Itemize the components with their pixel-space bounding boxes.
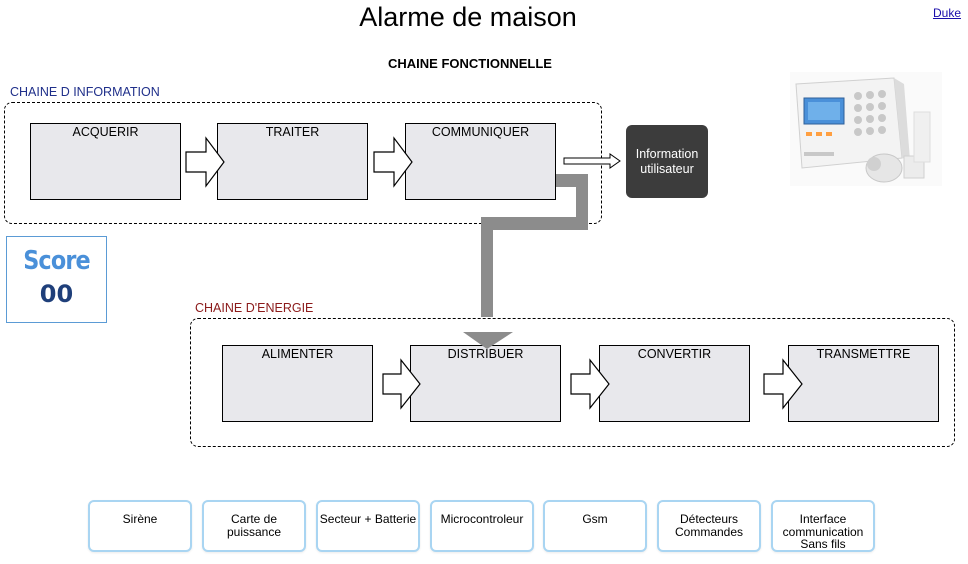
arrow-alimenter-distribuer <box>382 358 421 410</box>
page-title: Alarme de maison <box>359 2 577 32</box>
block-distribuer[interactable]: DISTRIBUER <box>410 345 561 422</box>
user-information-box: Information utilisateur <box>626 125 708 198</box>
block-traiter[interactable]: TRAITER <box>217 123 368 200</box>
answer-tile-microcontroleur[interactable]: Microcontroleur <box>430 500 534 552</box>
answer-tile-interface-communication[interactable]: Interface communication Sans fils <box>771 500 875 552</box>
block-acquerir[interactable]: ACQUERIR <box>30 123 181 200</box>
connector-arrowhead <box>463 332 513 349</box>
energy-chain-label: CHAINE D'ENERGIE <box>195 301 314 315</box>
connector-segment-3 <box>481 217 588 230</box>
arrow-traiter-communiquer <box>373 136 413 188</box>
energy-chain-frame <box>190 318 955 447</box>
score-box: Score 00 <box>6 236 107 323</box>
connector-segment-2 <box>576 174 588 230</box>
answer-tile-carte-de-puissance[interactable]: Carte de puissance <box>202 500 306 552</box>
answer-tile-secteur-batterie[interactable]: Secteur + Batterie <box>316 500 420 552</box>
alarm-panel-image <box>790 72 942 186</box>
answer-tile-gsm[interactable]: Gsm <box>543 500 647 552</box>
arrow-convertir-transmettre <box>763 358 803 410</box>
arrow-communiquer-information <box>563 153 621 169</box>
block-alimenter[interactable]: ALIMENTER <box>222 345 373 422</box>
diagram-subtitle: CHAINE FONCTIONNELLE <box>388 56 552 71</box>
author-link[interactable]: Duke <box>932 6 961 20</box>
block-transmettre[interactable]: TRANSMETTRE <box>788 345 939 422</box>
answer-tile-sirene[interactable]: Sirène <box>88 500 192 552</box>
score-value: 00 <box>39 280 74 308</box>
information-chain-label: CHAINE D INFORMATION <box>10 85 160 99</box>
arrow-distribuer-convertir <box>570 358 610 410</box>
score-label: Score <box>23 246 90 276</box>
connector-segment-4 <box>481 217 493 317</box>
answer-tile-detecteurs-commandes[interactable]: Détecteurs Commandes <box>657 500 761 552</box>
block-communiquer[interactable]: COMMUNIQUER <box>405 123 556 200</box>
arrow-acquerir-traiter <box>185 136 225 188</box>
